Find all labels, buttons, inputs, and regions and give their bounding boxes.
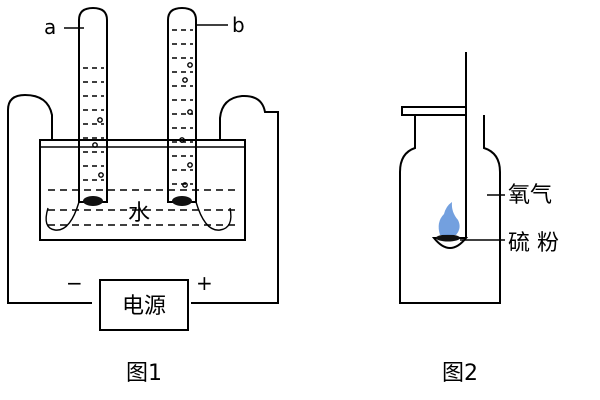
- positive-terminal-label: +: [196, 271, 213, 295]
- water-trough: [39, 139, 246, 241]
- oxygen-label: 氧气: [508, 183, 552, 208]
- left-bend: [45, 201, 80, 231]
- power-supply-label: 电源: [122, 294, 166, 319]
- electrolysis-apparatus: [7, 6, 279, 331]
- right-bend: [195, 201, 232, 231]
- tube-b-label: b: [232, 13, 245, 37]
- electrode-b: [172, 196, 192, 206]
- left-wire: [7, 93, 92, 304]
- water-label: 水: [128, 201, 150, 226]
- tube-a-label: a: [44, 15, 56, 39]
- power-supply-box: [99, 279, 189, 331]
- test-tube-a: [78, 6, 108, 206]
- oxygen-jar-apparatus: [399, 52, 505, 304]
- figure1-caption: 图1: [126, 361, 162, 386]
- water-dashes: [48, 189, 238, 226]
- blue-flame: [438, 202, 460, 235]
- glass-cover-plate: [401, 106, 467, 116]
- gas-jar: [399, 115, 501, 304]
- electrode-a: [83, 196, 103, 206]
- negative-terminal-label: −: [66, 271, 83, 295]
- combustion-spoon-bowl: [431, 237, 469, 249]
- sulfur-powder: [436, 234, 460, 242]
- sulfur-powder-label: 硫 粉: [508, 231, 559, 256]
- right-wire: [191, 94, 279, 304]
- test-tube-b: [167, 6, 197, 206]
- figure2-caption: 图2: [442, 361, 478, 386]
